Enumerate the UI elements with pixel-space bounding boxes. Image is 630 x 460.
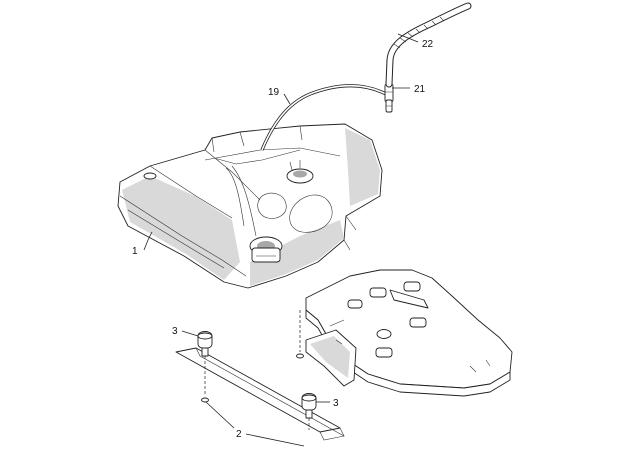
callout-3-lower: 3 xyxy=(333,398,339,409)
leader-3a xyxy=(181,330,199,337)
fastener-lower xyxy=(301,393,317,419)
filler-hose xyxy=(385,2,472,88)
vent-hose xyxy=(260,84,387,151)
callout-22: 22 xyxy=(422,39,434,50)
fuel-pump-module xyxy=(249,236,283,263)
fuel-tank xyxy=(117,123,383,289)
fastener-upper xyxy=(197,331,213,357)
leader-2b xyxy=(245,433,305,447)
mounting-plate xyxy=(305,269,513,397)
callout-2: 2 xyxy=(236,429,242,440)
leader-2a xyxy=(205,401,235,429)
callout-3-upper: 3 xyxy=(172,326,178,337)
callout-21: 21 xyxy=(414,84,426,95)
tank-vent-cap xyxy=(286,160,314,184)
hose-fitting xyxy=(384,83,394,113)
callout-19: 19 xyxy=(268,87,280,98)
leader-19 xyxy=(283,93,291,105)
tank-strap xyxy=(175,347,345,441)
callout-1: 1 xyxy=(132,246,138,257)
leader-1 xyxy=(143,231,153,251)
leader-22 xyxy=(397,33,419,43)
